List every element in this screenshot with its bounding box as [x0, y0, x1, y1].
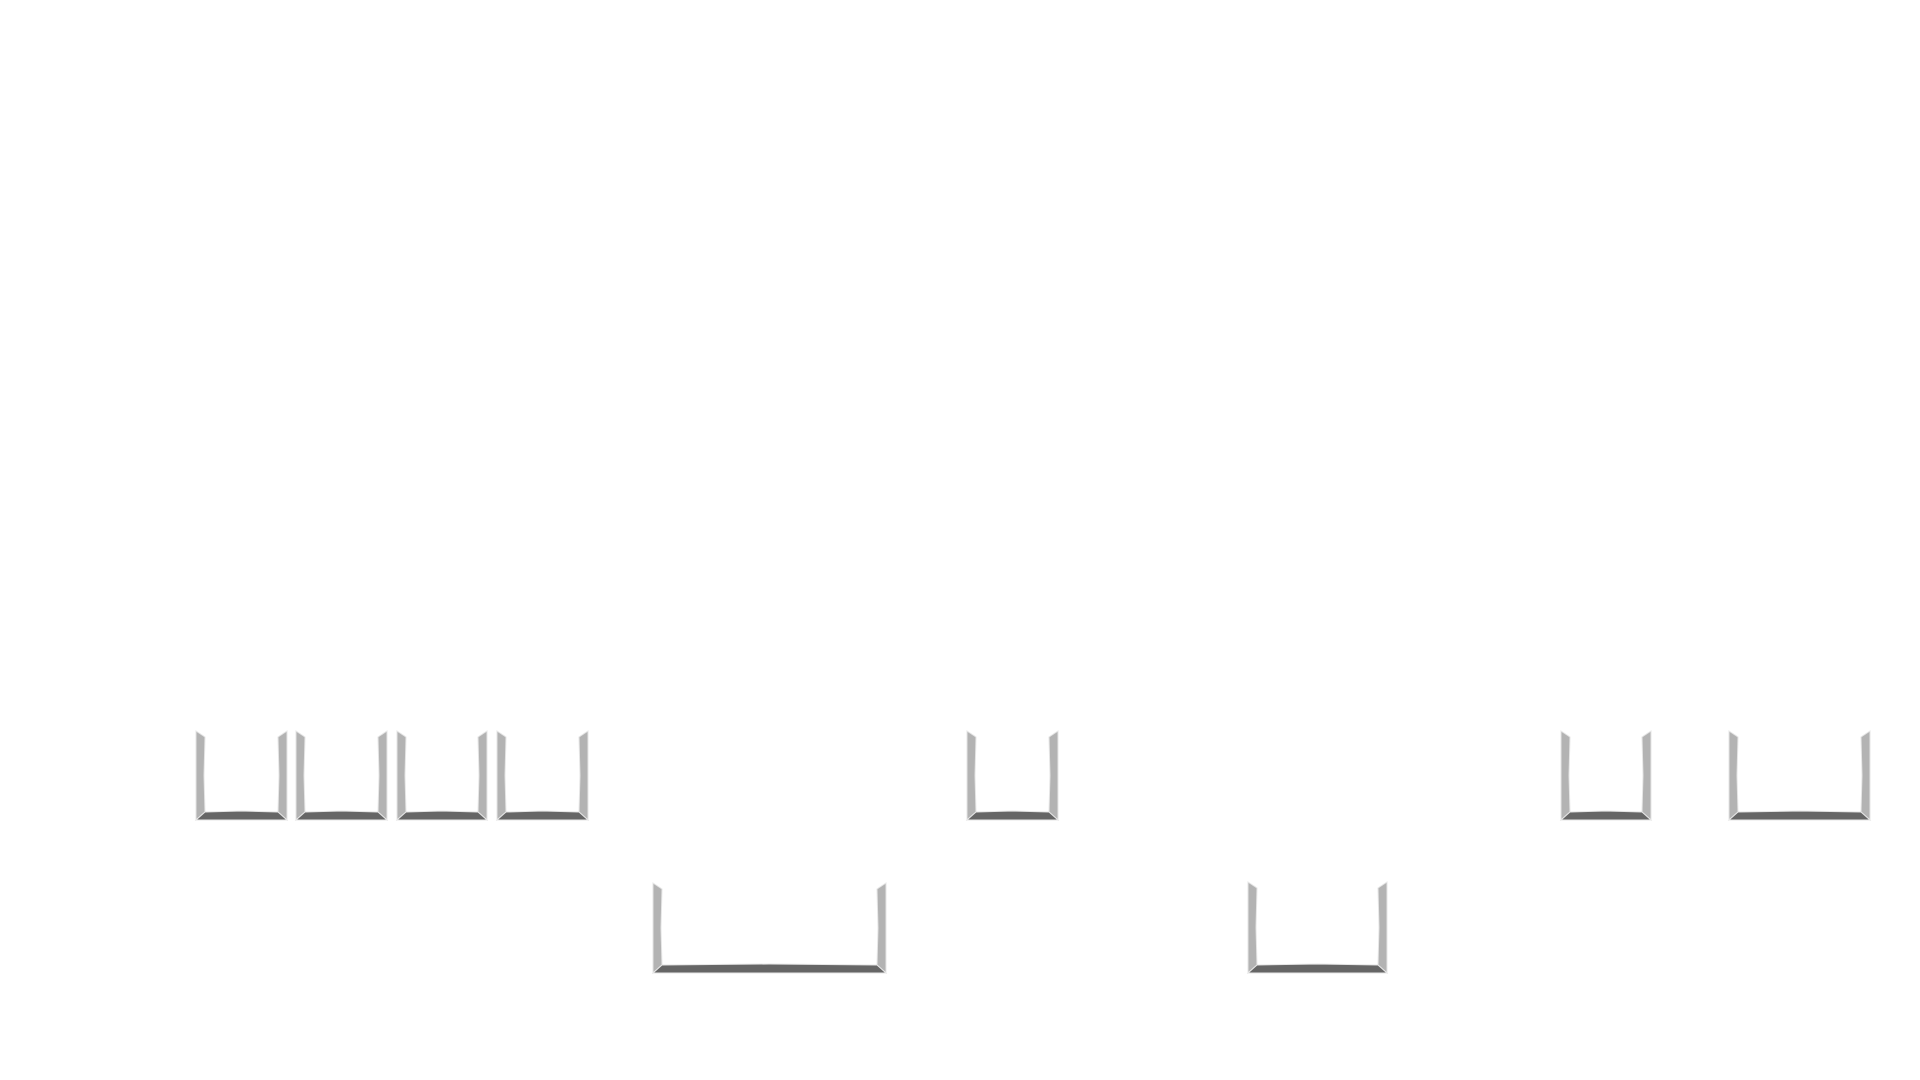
slot-right-wall — [477, 730, 488, 822]
slot-floor — [651, 963, 888, 974]
slot-graphic — [1246, 881, 1389, 975]
slot-floor — [495, 810, 590, 821]
slot-left-wall — [1728, 730, 1739, 822]
slot-right-wall — [876, 882, 887, 975]
slot-right-wall — [1860, 730, 1871, 822]
slot-2[interactable] — [294, 730, 389, 822]
slot-floor — [395, 810, 489, 821]
slot-right-wall — [377, 730, 388, 822]
slot-floor — [1727, 810, 1872, 821]
slot-8[interactable] — [651, 882, 888, 975]
slot-left-wall — [1247, 881, 1258, 975]
slot-6[interactable] — [1559, 730, 1653, 822]
slot-left-wall — [396, 730, 407, 822]
slot-right-wall — [1048, 730, 1059, 822]
slot-graphic — [1559, 730, 1653, 822]
slot-graphic — [1727, 730, 1872, 822]
slot-left-wall — [652, 882, 663, 975]
slot-left-wall — [496, 730, 507, 822]
slot-graphic — [194, 730, 289, 822]
slot-4[interactable] — [495, 730, 590, 822]
slot-floor — [1246, 963, 1389, 974]
slot-graphic — [395, 730, 489, 822]
slot-1[interactable] — [194, 730, 289, 822]
slot-left-wall — [966, 730, 977, 822]
slot-9[interactable] — [1246, 881, 1389, 975]
slot-floor — [965, 810, 1060, 821]
slot-floor — [194, 810, 289, 821]
slot-right-wall — [1377, 881, 1388, 975]
slot-3[interactable] — [395, 730, 489, 822]
slot-graphic — [294, 730, 389, 822]
slot-floor — [294, 810, 389, 821]
slot-7[interactable] — [1727, 730, 1872, 822]
slot-5[interactable] — [965, 730, 1060, 822]
slot-floor — [1559, 810, 1653, 821]
slot-left-wall — [1560, 730, 1571, 822]
slot-left-wall — [295, 730, 306, 822]
slot-right-wall — [1641, 730, 1652, 822]
slot-graphic — [495, 730, 590, 822]
slot-right-wall — [578, 730, 589, 822]
slot-graphic — [651, 882, 888, 975]
slot-graphic — [965, 730, 1060, 822]
slot-right-wall — [277, 730, 288, 822]
slot-left-wall — [195, 730, 206, 822]
